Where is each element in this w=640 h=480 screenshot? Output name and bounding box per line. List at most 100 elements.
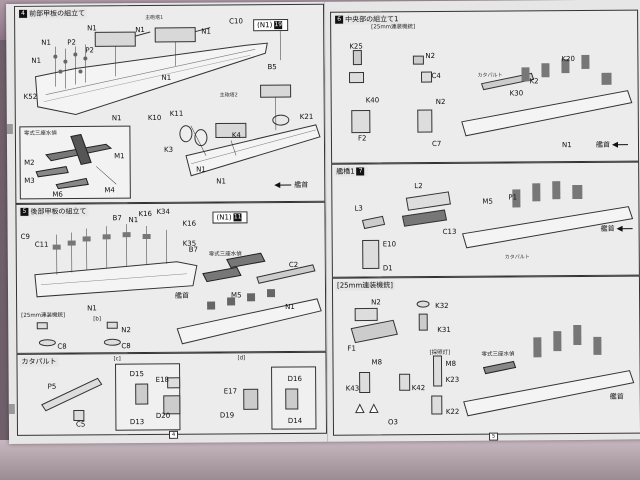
part-label: C4	[431, 71, 441, 81]
part-label: C10	[229, 17, 243, 26]
part-label: M6	[52, 190, 63, 199]
part-label: N1	[561, 141, 572, 150]
page-edge-tab	[6, 123, 13, 134]
part-label: N2	[371, 298, 381, 307]
part-label: C8	[121, 342, 131, 351]
part-label: D15	[129, 370, 144, 379]
part-label: C13	[442, 227, 457, 236]
catapult-diagram	[41, 363, 317, 431]
part-label: K2	[529, 77, 539, 86]
part-label: P2	[85, 46, 95, 55]
part-label: カタパルト	[477, 72, 503, 79]
front-deck-diagram	[19, 27, 321, 200]
part-label: P1	[508, 193, 518, 202]
part-label: N1	[31, 56, 42, 65]
bow-label: 艦首	[595, 140, 611, 149]
bow-label: 艦首	[175, 291, 190, 300]
part-label: K32	[435, 301, 449, 311]
part-label: K11	[169, 109, 184, 118]
diagram-subtitle: [d]	[237, 355, 246, 362]
part-label: K20	[561, 55, 575, 64]
page-number: 4	[168, 430, 179, 439]
aa-gun-diagram	[350, 300, 635, 417]
bridge-diagram	[361, 181, 634, 270]
part-label: M5	[482, 197, 493, 206]
part-label: M2	[24, 158, 35, 167]
part-label: C2	[288, 260, 299, 270]
part-label: M5	[231, 291, 242, 300]
diagram-subtitle: [c]	[113, 356, 121, 363]
center-diagram	[348, 50, 633, 148]
part-label: K34	[156, 207, 170, 216]
part-label: D20	[155, 411, 171, 420]
parts-tag: (N1)19	[253, 19, 289, 32]
part-label: K21	[299, 112, 314, 121]
part-label: N1	[41, 38, 52, 47]
part-label: K3	[163, 145, 174, 154]
part-label: K52	[23, 92, 38, 101]
part-label: M1	[114, 152, 125, 161]
page-edge-tab	[8, 403, 15, 414]
diagram-subtitle: [b]	[93, 316, 102, 323]
part-label: K16	[182, 219, 197, 228]
part-label: E17	[223, 387, 238, 396]
section-catapult: カタパルト [c] [d] P5 C5 D15 E18 D13 D20 E17 …	[16, 351, 328, 436]
part-label: N2	[425, 52, 436, 61]
parts-tag: (N1)11	[212, 211, 248, 224]
part-label: N1	[216, 177, 226, 186]
part-label: M3	[24, 176, 35, 185]
part-label: B7	[188, 245, 199, 254]
part-label: K25	[349, 42, 363, 51]
bow-label: 艦首	[294, 180, 309, 189]
part-label: F1	[347, 344, 356, 353]
part-label: D14	[287, 416, 303, 426]
part-label: N2	[121, 326, 132, 335]
part-label: C11	[34, 240, 49, 249]
part-label: カタパルト	[504, 254, 530, 261]
bow-label: 艦首	[600, 224, 615, 233]
section-8-aa-guns: [25mm連装機銃] N2 K32 K3	[331, 275, 640, 436]
part-label: C7	[431, 139, 442, 149]
part-label: N2	[435, 97, 446, 107]
part-label: K30	[509, 89, 524, 98]
rear-deck-diagram	[34, 224, 322, 347]
part-label: N1	[196, 165, 206, 174]
part-label: N1	[87, 24, 97, 33]
diagram-subtitle: [探照灯]	[429, 349, 451, 357]
part-label: N1	[285, 302, 295, 312]
diagram-subtitle: [25mm連装機銃]	[21, 312, 66, 319]
part-label: P2	[67, 38, 76, 47]
part-label: K42	[411, 384, 426, 393]
part-label: B5	[267, 63, 277, 72]
diagram-subtitle: 零式三座水偵	[208, 251, 242, 258]
part-label: E18	[155, 375, 169, 384]
part-label: N1	[87, 304, 97, 313]
part-label: L2	[414, 182, 423, 191]
diagram-subtitle: 零式三座水偵	[481, 351, 515, 358]
part-label: M4	[104, 186, 115, 195]
part-label: K40	[365, 96, 380, 105]
part-label: M8	[371, 358, 383, 367]
part-label: F2	[357, 134, 367, 143]
part-label: M8	[445, 359, 457, 368]
part-label: K31	[437, 325, 451, 334]
part-label: B7	[112, 214, 122, 223]
part-label: K4	[231, 131, 241, 140]
part-label: E10	[382, 240, 397, 249]
part-label: 主砲塔2	[219, 92, 238, 99]
part-label: P5	[47, 382, 57, 391]
part-label: D13	[129, 418, 145, 427]
plane-subtitle: 零式三座水偵	[23, 130, 57, 137]
part-label: C5	[75, 420, 86, 429]
part-label: 主砲塔1	[145, 14, 164, 22]
part-label: O3	[387, 418, 398, 427]
part-label: N1	[135, 26, 145, 35]
page-number: 5	[489, 432, 499, 441]
part-label: N1	[161, 73, 172, 82]
part-label: D19	[219, 411, 235, 420]
